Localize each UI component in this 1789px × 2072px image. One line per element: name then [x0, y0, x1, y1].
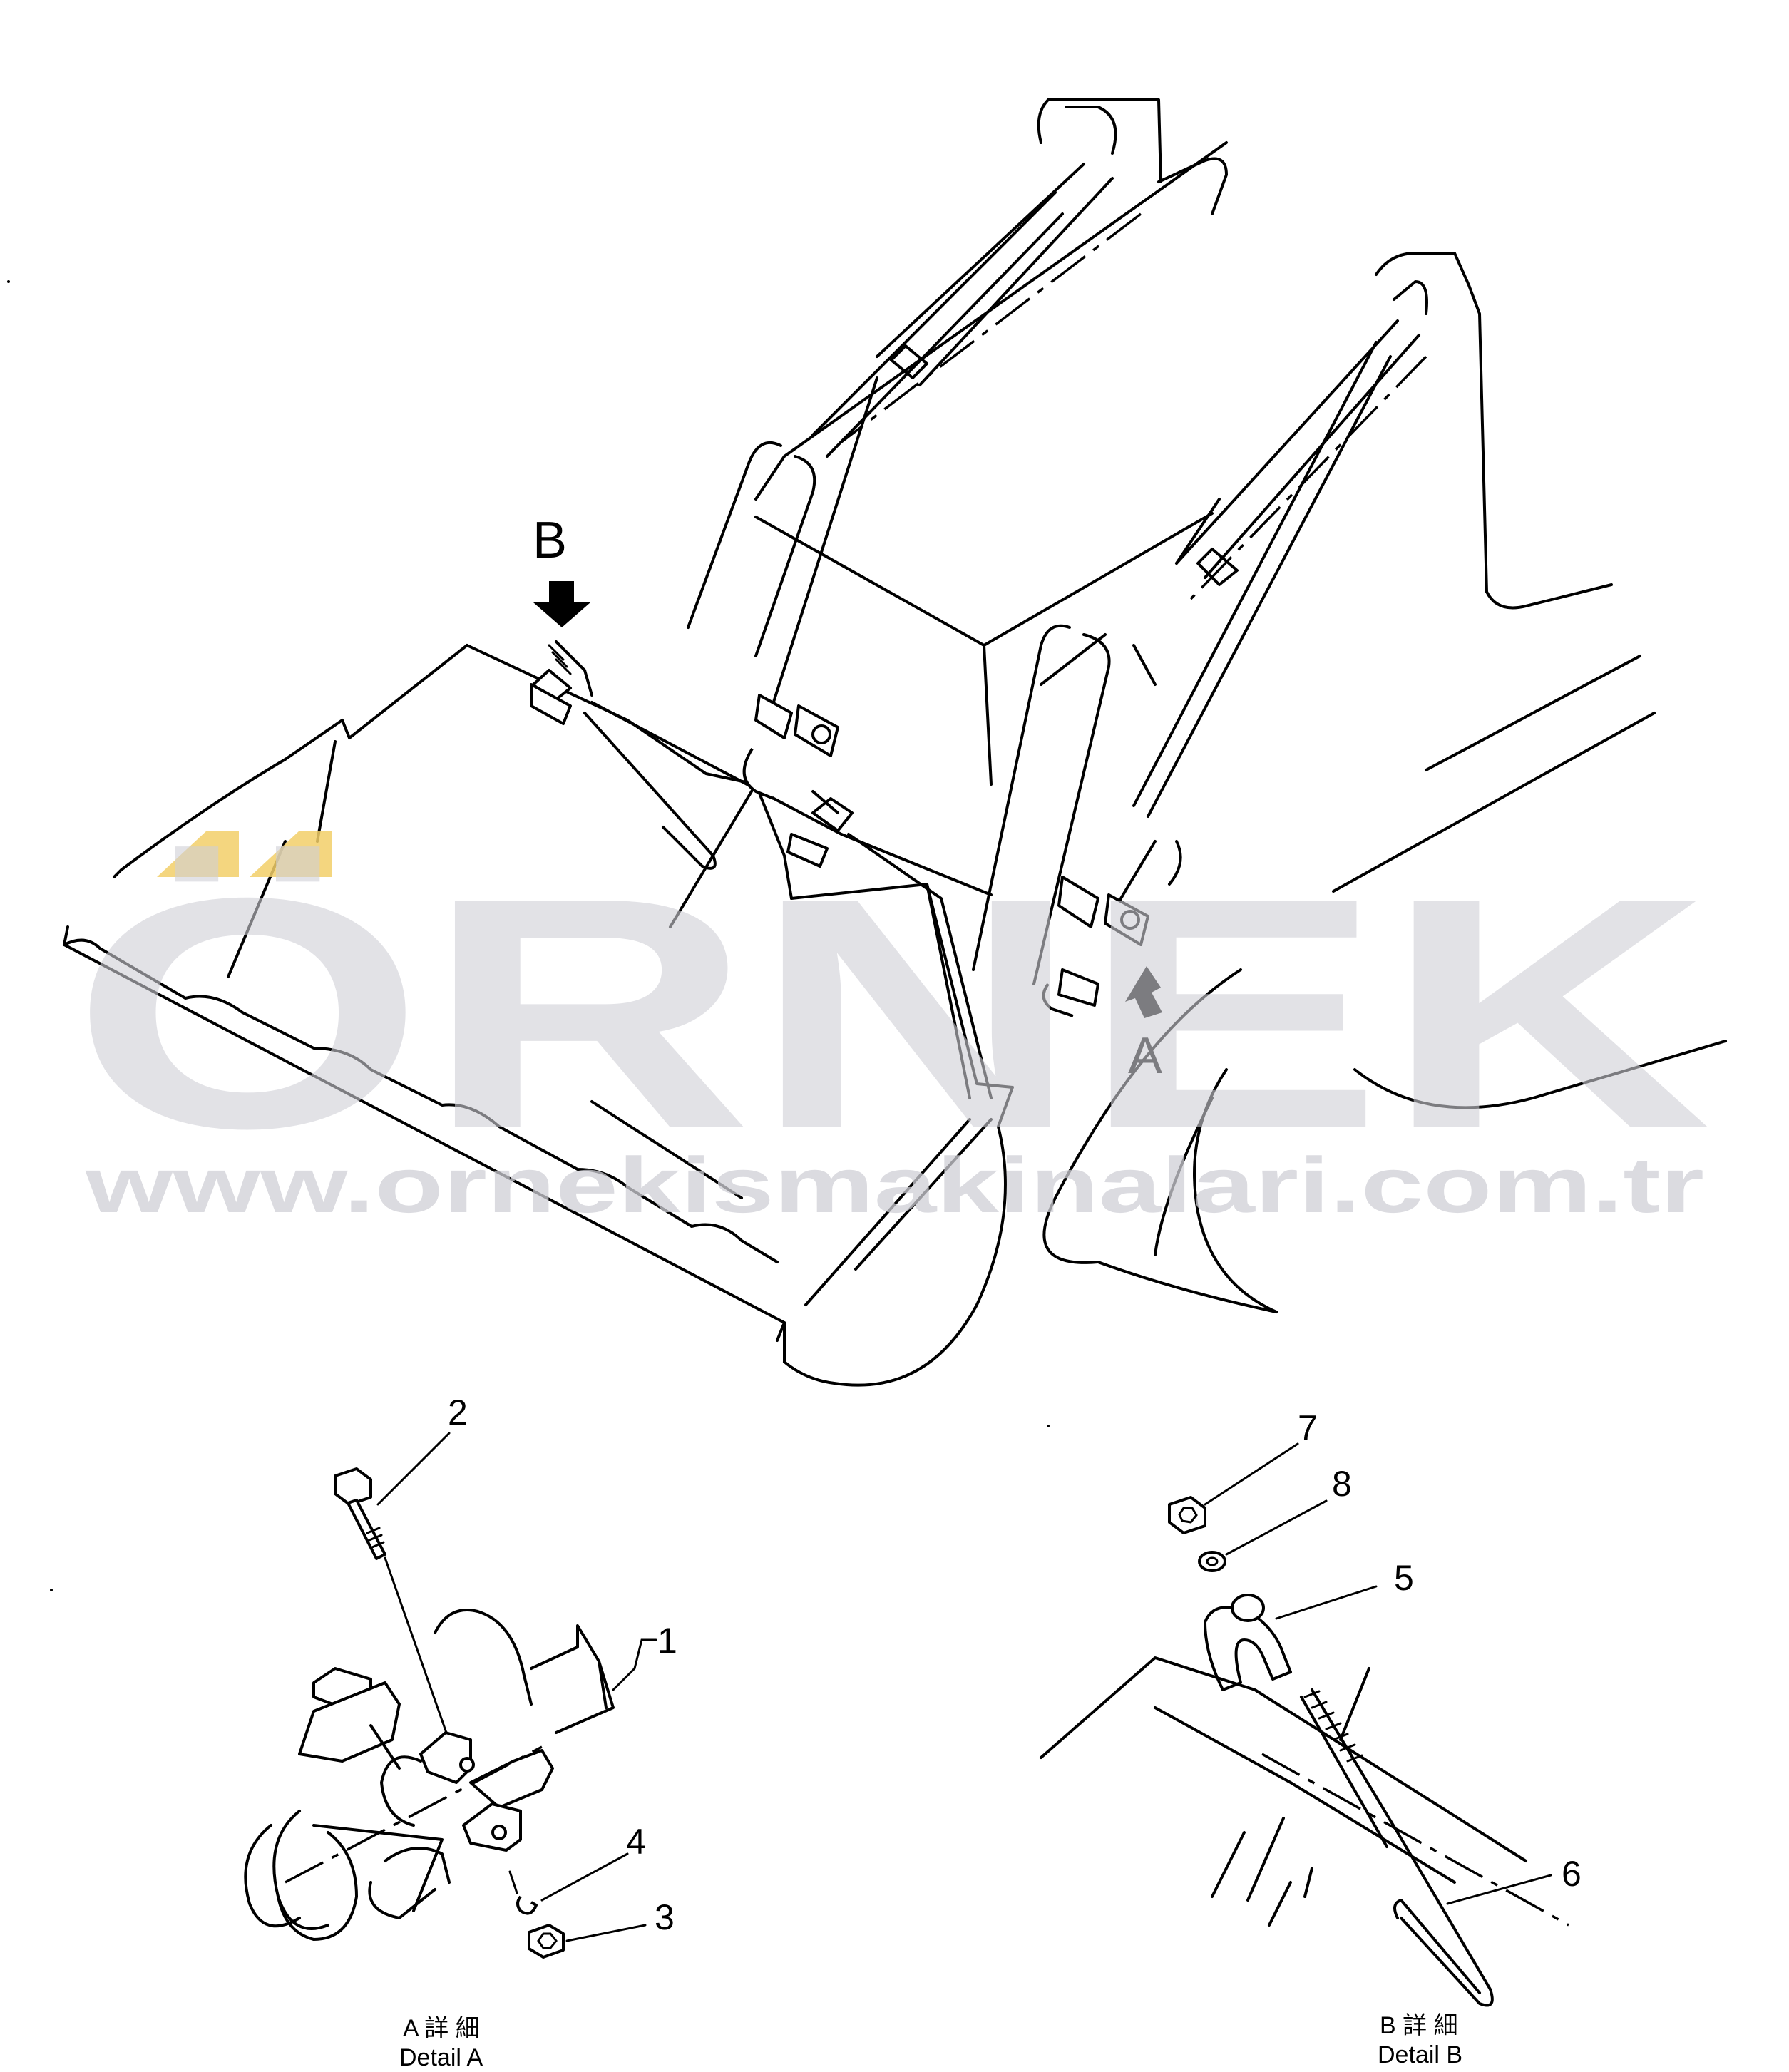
rear-arm-bracket	[742, 694, 839, 800]
scan-specks	[7, 280, 1050, 1591]
watermark-brand: ÖRNEK	[71, 831, 1711, 1196]
loader-assembly-drawing: B A	[63, 98, 1727, 1387]
detail-a: 2 1 4 3 A 詳 細 Detail A	[244, 1393, 677, 2071]
detail-b: 7 8 5 6 B 詳 細 Detail B	[1040, 1408, 1582, 2068]
rod-part-6	[1300, 1688, 1494, 2007]
detail-a-caption-jp: A 詳 細	[403, 2015, 480, 2042]
watermark-url: www.ornekismakinalari.com.tr	[85, 1142, 1704, 1229]
callout-5: 5	[1394, 1558, 1414, 1598]
clevis	[244, 1745, 543, 1941]
bolt-part-2	[334, 1467, 458, 1763]
nut-part-3	[528, 1924, 565, 1959]
watermark: ÖRNEK www.ornekismakinalari.com.tr	[71, 831, 1711, 1229]
clamp-bracket	[298, 1667, 554, 1852]
nut-part-7	[1168, 1496, 1206, 1534]
callout-1: 1	[657, 1621, 677, 1661]
rear-lift-arm	[687, 98, 1228, 714]
detail-b-caption-jp: B 詳 細	[1380, 2012, 1458, 2039]
watermark-accent-right	[250, 831, 332, 877]
callout-2: 2	[448, 1393, 468, 1432]
view-label-a: A	[1128, 1027, 1162, 1084]
washer-part-8	[1198, 1551, 1226, 1572]
detail-a-caption-en: Detail A	[399, 2044, 483, 2071]
callout-4: 4	[626, 1822, 646, 1862]
washer-part-4	[508, 1870, 538, 1915]
leader-lines-a	[376, 1432, 657, 1942]
front-arm-bracket	[1042, 876, 1149, 1017]
callout-7: 7	[1298, 1408, 1318, 1448]
loader-frame	[754, 141, 1228, 786]
positioner-rod-b-location	[530, 640, 993, 1099]
clip-part-5	[1204, 1594, 1292, 1691]
view-arrow-b: B	[533, 512, 590, 627]
leader-lines-b	[1204, 1442, 1552, 1905]
detail-b-caption-en: Detail B	[1378, 2041, 1462, 2068]
tyre	[1042, 968, 1278, 1313]
watermark-accent-left	[157, 831, 239, 877]
shaft-part-1	[434, 1609, 615, 1734]
front-lift-arm	[972, 252, 1727, 1109]
view-arrow-a: A	[1125, 966, 1162, 1084]
callout-8: 8	[1332, 1464, 1352, 1504]
view-label-b: B	[533, 512, 567, 569]
bucket-plate	[1040, 1656, 1569, 1927]
callout-6: 6	[1562, 1854, 1582, 1894]
callout-3: 3	[655, 1897, 675, 1937]
